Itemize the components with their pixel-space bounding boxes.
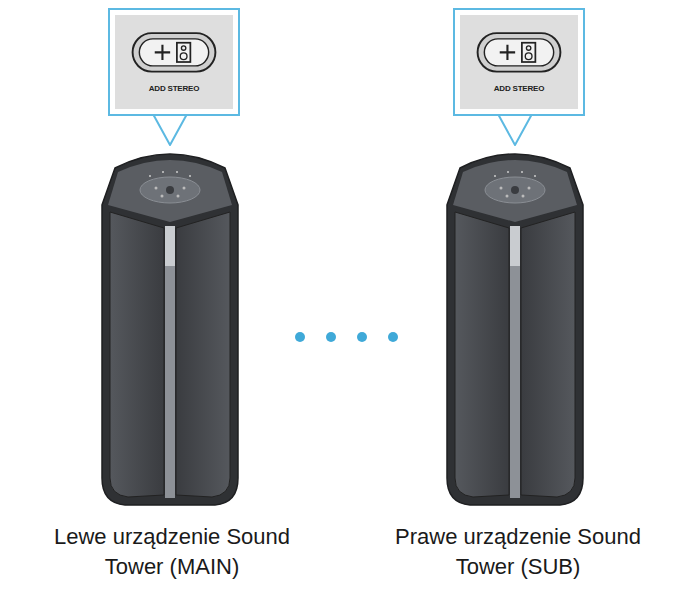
add-stereo-button — [455, 10, 583, 114]
callout-box: ADD STEREO — [453, 8, 585, 116]
callout-box: ADD STEREO — [108, 8, 240, 116]
speaker-caption: Lewe urządzenie Sound Tower (MAIN) — [22, 522, 322, 582]
button-label: ADD STEREO — [110, 84, 238, 93]
button-label: ADD STEREO — [455, 84, 583, 93]
add-stereo-button — [110, 10, 238, 114]
speaker-caption: Prawe urządzenie Sound Tower (SUB) — [368, 522, 668, 582]
